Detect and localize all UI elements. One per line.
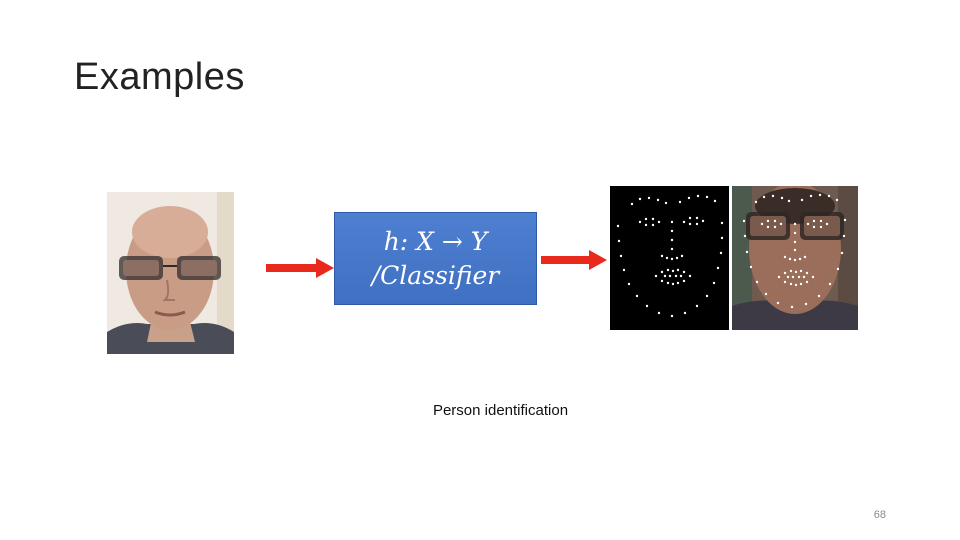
classifier-box: h: X → Y /Classifier [334, 212, 537, 305]
caption: Person identification [432, 402, 569, 419]
face-landmarks-photo [732, 186, 858, 330]
page-number: 68 [873, 509, 886, 521]
right-arrow-icon [541, 250, 607, 270]
right-arrow-icon [266, 258, 334, 278]
facial-landmarks-dots [610, 186, 729, 330]
classifier-formula: h: X → Y [383, 226, 488, 256]
input-face-photo [107, 192, 234, 354]
classifier-label: /Classifier [371, 260, 500, 290]
slide-title: Examples [74, 56, 245, 98]
